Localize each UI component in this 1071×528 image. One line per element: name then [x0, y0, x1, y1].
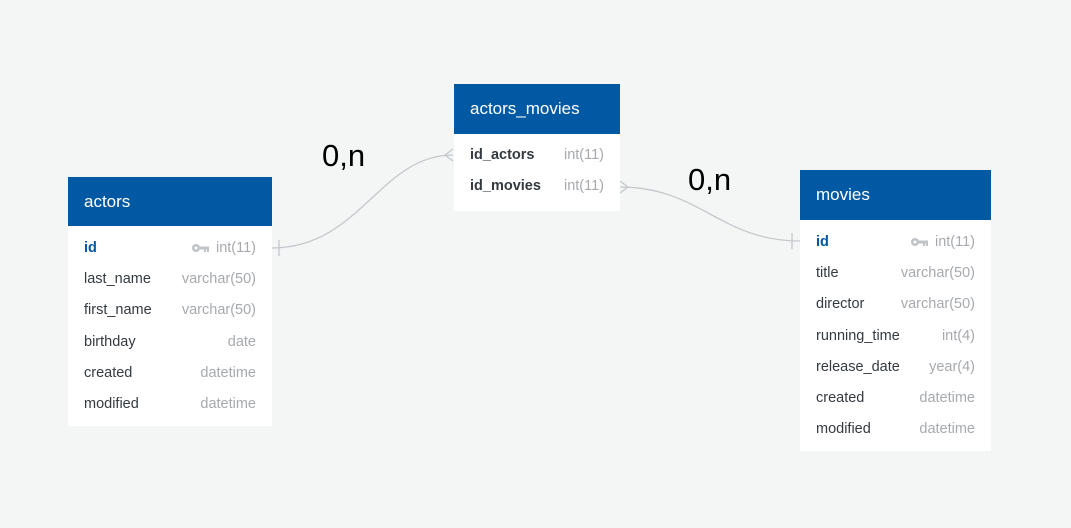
table-movies-header[interactable]: movies [800, 170, 991, 220]
field-type: date [227, 333, 256, 350]
field-row[interactable]: title varchar(50) [800, 257, 991, 288]
field-row[interactable]: created datetime [68, 357, 272, 388]
table-actors-header[interactable]: actors [68, 177, 272, 226]
key-icon [910, 237, 929, 247]
field-row[interactable]: id_movies int(11) [454, 170, 620, 201]
relation-actors-line [271, 154, 454, 249]
field-name: director [816, 296, 865, 313]
field-row[interactable]: release_date year(4) [800, 351, 991, 382]
field-row[interactable]: modified datetime [68, 388, 272, 419]
field-name: id_movies [470, 177, 541, 194]
field-type: datetime [200, 364, 256, 381]
cardinality-label-actors: 0,n [322, 138, 366, 173]
table-actors[interactable]: actors id int(11) last_name varchar(50) … [68, 177, 272, 426]
field-row[interactable]: id int(11) [800, 226, 991, 257]
field-type: datetime [200, 396, 256, 413]
field-row[interactable]: first_name varchar(50) [68, 295, 272, 326]
field-type: int(11) [563, 177, 604, 194]
relation-actors-many-marker [443, 148, 454, 162]
key-icon [191, 243, 210, 253]
field-name: running_time [816, 327, 900, 344]
table-movies[interactable]: movies id int(11) title varchar(50) dire… [800, 170, 991, 452]
field-name: id_actors [470, 146, 535, 163]
field-name: title [816, 264, 839, 281]
table-actors-movies-fields: id_actors int(11) id_movies int(11) [454, 134, 620, 211]
field-row[interactable]: modified datetime [800, 414, 991, 445]
table-actors-movies[interactable]: actors_movies id_actors int(11) id_movie… [454, 84, 620, 211]
field-row[interactable]: last_name varchar(50) [68, 263, 272, 294]
field-row[interactable]: director varchar(50) [800, 289, 991, 320]
table-actors-movies-header[interactable]: actors_movies [454, 84, 620, 134]
field-type: int(11) [934, 233, 975, 250]
field-type: int(11) [215, 239, 256, 256]
field-name: birthday [84, 333, 136, 350]
field-name: id [816, 233, 829, 250]
field-name: created [84, 364, 133, 381]
field-type: varchar(50) [181, 302, 256, 319]
relation-movies-many-marker [619, 180, 630, 194]
relation-movies-line [619, 186, 801, 242]
field-row[interactable]: running_time int(4) [800, 320, 991, 351]
field-name: first_name [84, 302, 152, 319]
field-type: varchar(50) [900, 296, 975, 313]
cardinality-label-movies: 0,n [688, 162, 732, 197]
field-row[interactable]: created datetime [800, 382, 991, 413]
field-type: varchar(50) [181, 270, 256, 287]
field-name: release_date [816, 358, 900, 375]
field-row[interactable]: birthday date [68, 326, 272, 357]
field-type: year(4) [929, 358, 975, 375]
table-movies-fields: id int(11) title varchar(50) director va… [800, 220, 991, 451]
field-name: modified [84, 396, 139, 413]
field-type: int(4) [941, 327, 975, 344]
field-type: int(11) [563, 146, 604, 163]
field-name: last_name [84, 270, 151, 287]
field-row[interactable]: id int(11) [68, 232, 272, 263]
field-type: datetime [919, 421, 975, 438]
field-name: created [816, 390, 865, 407]
field-name: id [84, 239, 97, 256]
field-name: modified [816, 421, 871, 438]
field-row[interactable]: id_actors int(11) [454, 139, 620, 170]
field-type: datetime [919, 390, 975, 407]
table-actors-fields: id int(11) last_name varchar(50) first_n… [68, 226, 272, 426]
field-type: varchar(50) [900, 264, 975, 281]
